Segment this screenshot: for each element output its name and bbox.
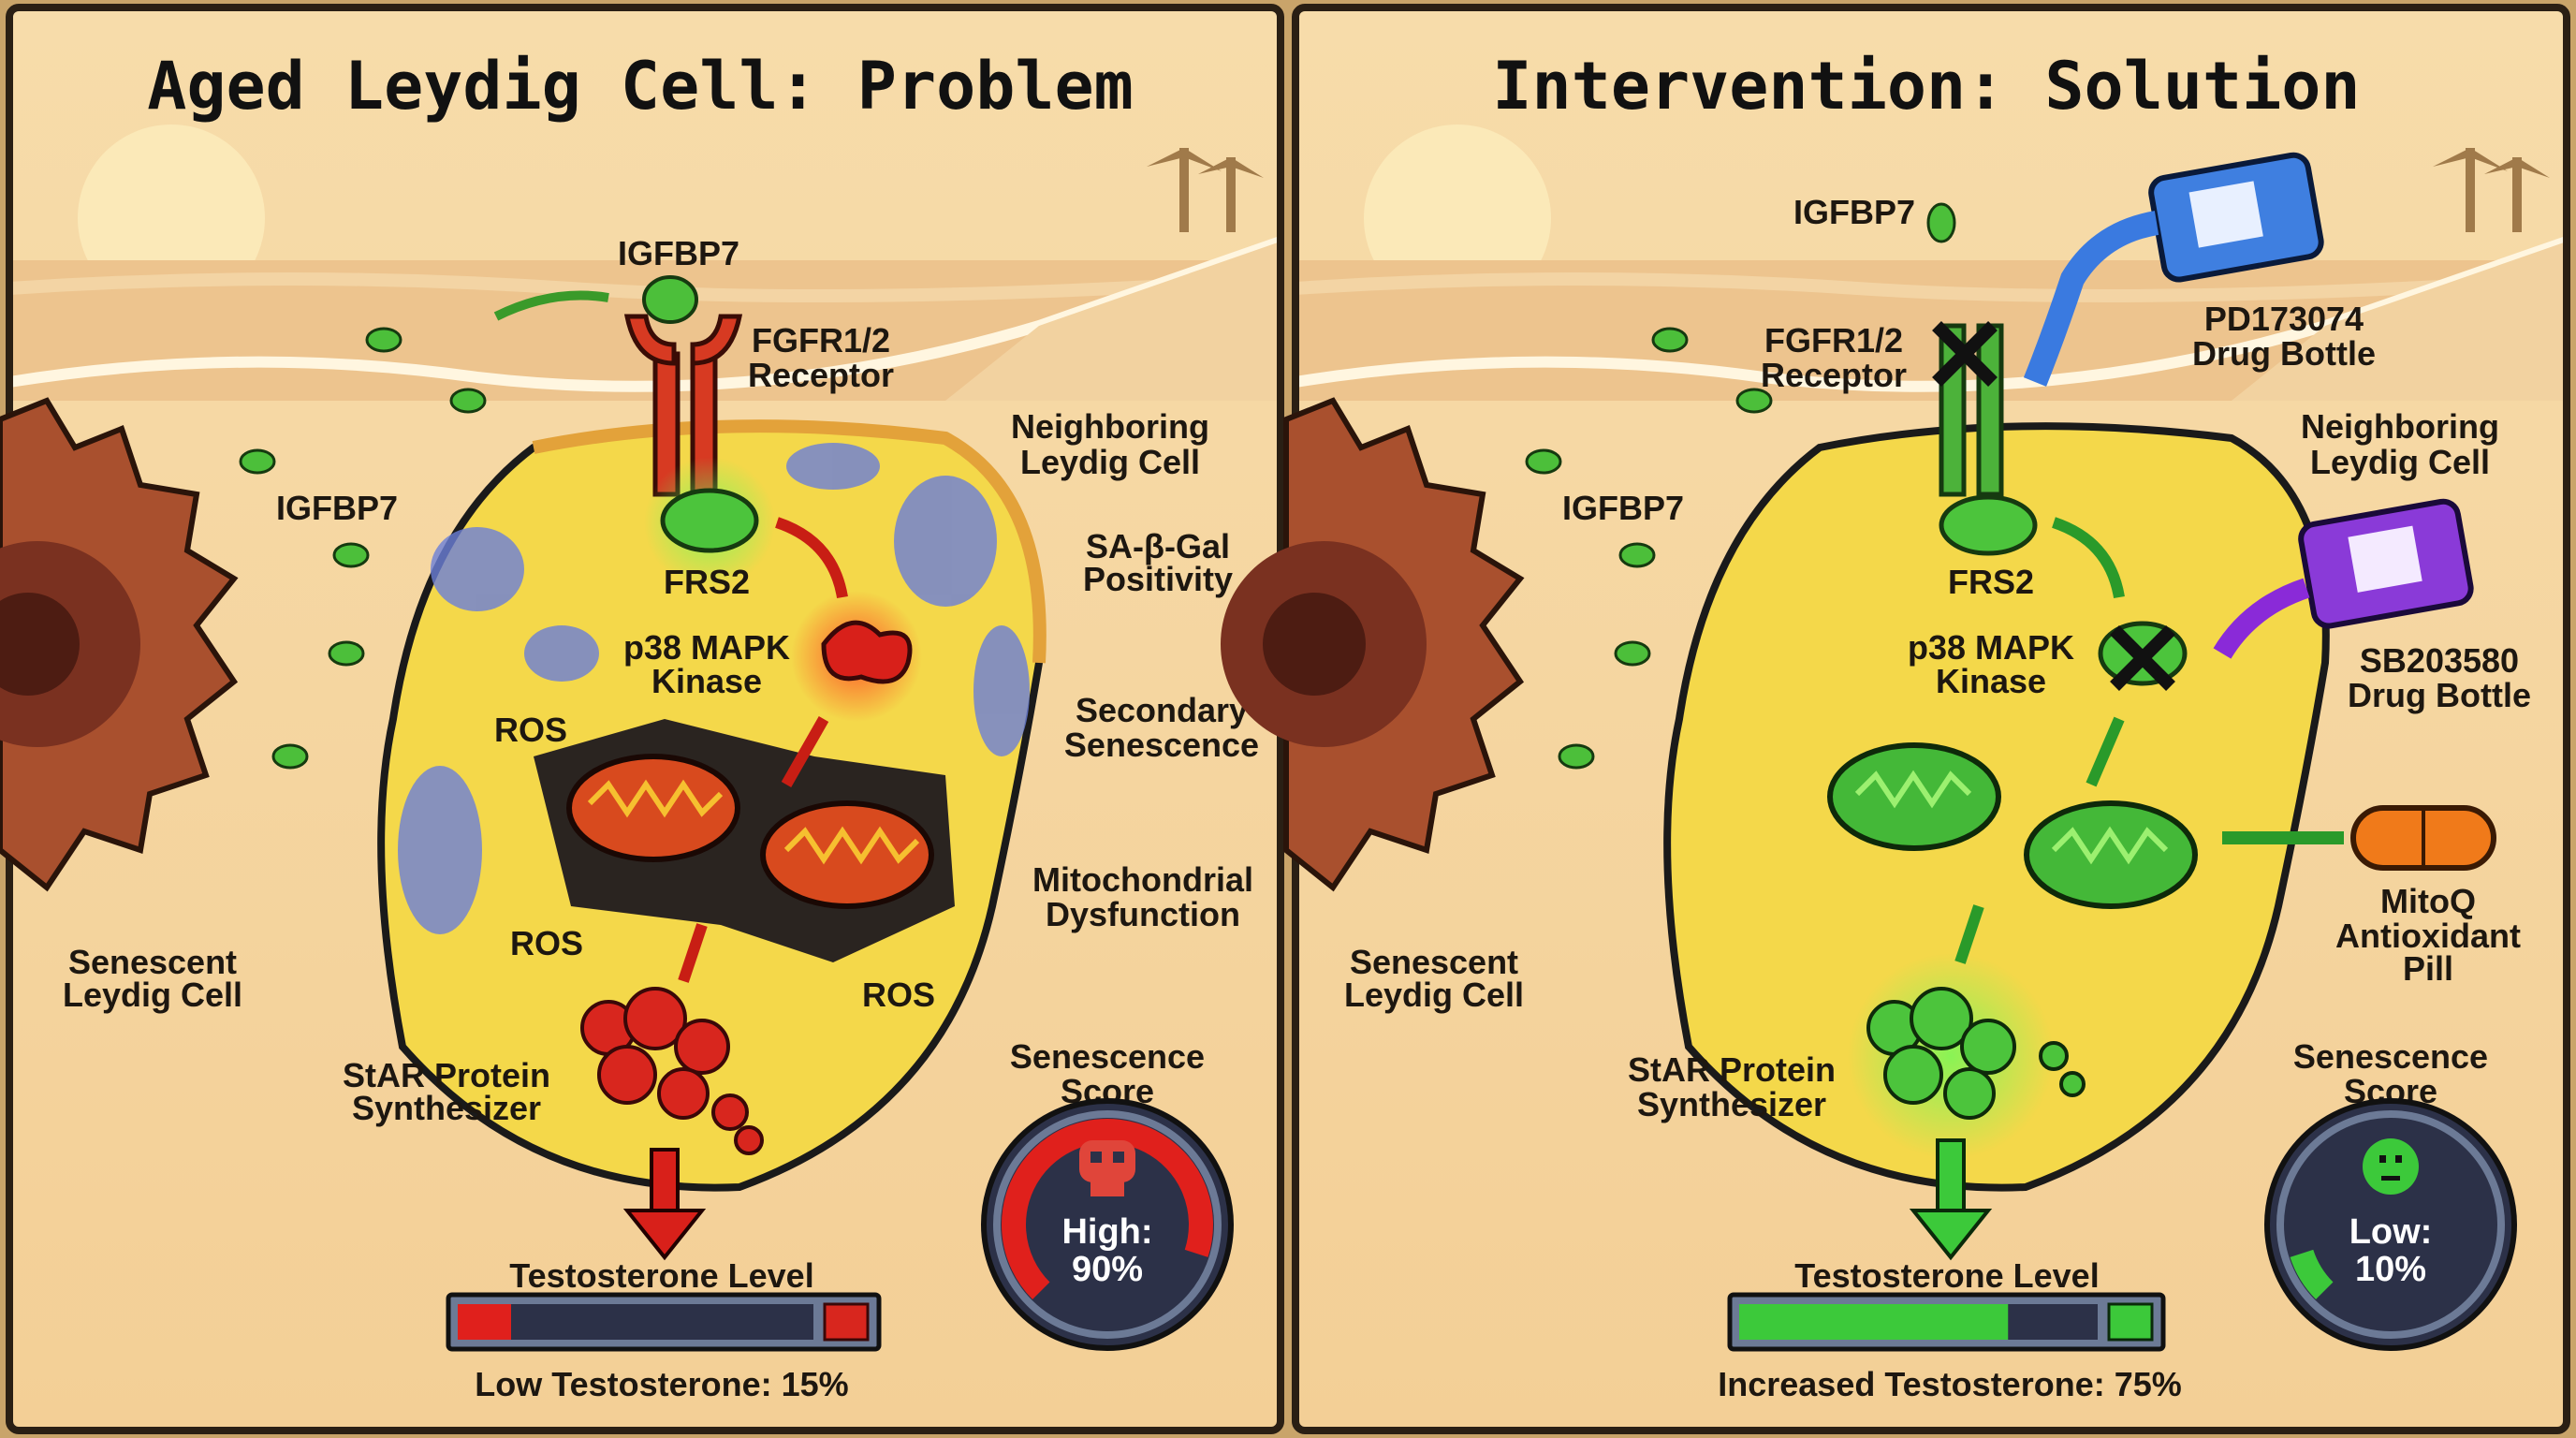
panel-solution: Intervention: Solution [1221, 7, 2567, 1431]
sa-gal-label: SA-β-Gal [1086, 527, 1230, 565]
drug2-label-2: Drug Bottle [2348, 676, 2531, 714]
frs2-protein [660, 488, 759, 553]
ros-label: ROS [862, 976, 935, 1014]
panel-problem: Aged Leydig Cell: Problem [0, 7, 1281, 1431]
sa-gal-label-2: Positivity [1083, 560, 1233, 598]
receptor-label-2: Receptor [748, 356, 894, 394]
panel-title: Aged Leydig Cell: Problem [147, 48, 1134, 125]
kinase-label-2: Kinase [1936, 662, 2046, 700]
score-label: Senescence [2293, 1037, 2488, 1076]
testosterone-fill [458, 1304, 511, 1340]
star-label: StAR Protein [1628, 1050, 1836, 1089]
pill-label-3: Pill [2403, 949, 2453, 988]
score-value-label: Low: [2349, 1212, 2433, 1252]
secondary-senescence-label-2: Senescence [1064, 726, 1259, 764]
mitochondria-damaged [534, 719, 955, 962]
kinase-label-2: Kinase [651, 662, 762, 700]
igfbp7-particles [239, 327, 487, 770]
neighbor-label-2: Leydig Cell [1020, 443, 1200, 481]
testosterone-caption: Low Testosterone: 15% [475, 1365, 848, 1403]
testosterone-label: Testosterone Level [509, 1256, 813, 1295]
testosterone-up-arrow [1909, 1138, 1993, 1261]
igfbp7-side-label: IGFBP7 [1562, 489, 1684, 527]
senescent-leydig-cell [0, 397, 239, 892]
kinase-label: p38 MAPK [623, 628, 790, 667]
star-label-2: Synthesizer [1637, 1085, 1826, 1123]
igfbp7-ligand [642, 275, 698, 324]
score-label: Senescence [1010, 1037, 1205, 1076]
kinase-label: p38 MAPK [1908, 628, 2074, 667]
frs2-label: FRS2 [1948, 563, 2034, 601]
sad-face-icon [823, 1302, 870, 1342]
drug2-label: SB203580 [2360, 641, 2519, 680]
pd173074-bottle-icon [2023, 152, 2324, 387]
senescent-cell-label: Senescent [1350, 943, 1518, 981]
pill-label-2: Antioxidant [2335, 917, 2521, 955]
mito-dysfunction-label-2: Dysfunction [1046, 895, 1240, 933]
testosterone-fill [1739, 1304, 2009, 1340]
senescent-leydig-cell [1221, 397, 1525, 892]
ros-label: ROS [494, 711, 567, 749]
secondary-senescence-label: Secondary [1076, 691, 1248, 729]
frs2-protein [1939, 494, 2038, 556]
mitoq-pill-icon [2350, 805, 2496, 871]
kinase-blocked-x-icon [2110, 625, 2175, 691]
testosterone-label: Testosterone Level [1794, 1256, 2099, 1295]
gauge-fill-arc [1002, 1119, 1213, 1299]
star-label: StAR Protein [343, 1056, 550, 1094]
receptor-label-2: Receptor [1761, 356, 1907, 394]
gauge-fill-arc [2290, 1249, 2334, 1299]
testosterone-down-arrow [622, 1148, 707, 1261]
drug1-label: PD173074 [2204, 300, 2364, 338]
igfbp7-side-label: IGFBP7 [276, 489, 398, 527]
pathway-arrows [1954, 517, 2125, 964]
neighbor-label: Neighboring [1011, 407, 1209, 446]
senescent-cell-label-2: Leydig Cell [63, 976, 242, 1014]
senescent-cell-label: Senescent [68, 943, 237, 981]
smiley-icon [2363, 1138, 2419, 1195]
skull-icon [1079, 1140, 1135, 1196]
score-value: 90% [1072, 1250, 1143, 1289]
testosterone-caption: Increased Testosterone: 75% [1718, 1365, 2182, 1403]
mito-dysfunction-label: Mitochondrial [1032, 860, 1253, 899]
frs2-label: FRS2 [664, 563, 750, 601]
receptor-label: FGFR1/2 [1764, 321, 1903, 360]
receptor-label: FGFR1/2 [752, 321, 890, 360]
pathway-arrows [678, 517, 848, 983]
p38-mapk-kinase [821, 620, 913, 684]
score-value: 10% [2355, 1250, 2426, 1289]
senescence-gauge: Low: 10% [2264, 1098, 2517, 1351]
happy-face-icon [2107, 1302, 2154, 1342]
testosterone-bar [1727, 1292, 2166, 1352]
star-protein-cluster [1866, 987, 2086, 1120]
sb203580-bottle-icon [2213, 498, 2474, 659]
receptor-blocked-x-icon [1932, 321, 1998, 387]
testosterone-bar [446, 1292, 882, 1352]
igfbp7-label: IGFBP7 [618, 234, 739, 272]
ros-label: ROS [510, 924, 583, 962]
neighbor-label-2: Leydig Cell [2310, 443, 2490, 481]
senescence-gauge: High: 90% [981, 1098, 1234, 1351]
sa-beta-gal-patches [398, 443, 1030, 934]
star-label-2: Synthesizer [352, 1089, 541, 1127]
senescent-cell-label-2: Leydig Cell [1344, 976, 1524, 1014]
score-value-label: High: [1061, 1212, 1152, 1252]
drug1-label-2: Drug Bottle [2192, 334, 2376, 373]
igfbp7-particles [1525, 202, 1956, 770]
panel-title: Intervention: Solution [1492, 48, 2360, 125]
igfbp7-label: IGFBP7 [1793, 193, 1915, 231]
igfbp7-arrow [493, 290, 609, 321]
pill-label: MitoQ [2380, 882, 2476, 920]
star-protein-cluster [580, 987, 764, 1155]
mitochondria-healthy [1827, 742, 2198, 909]
neighbor-label: Neighboring [2301, 407, 2499, 446]
